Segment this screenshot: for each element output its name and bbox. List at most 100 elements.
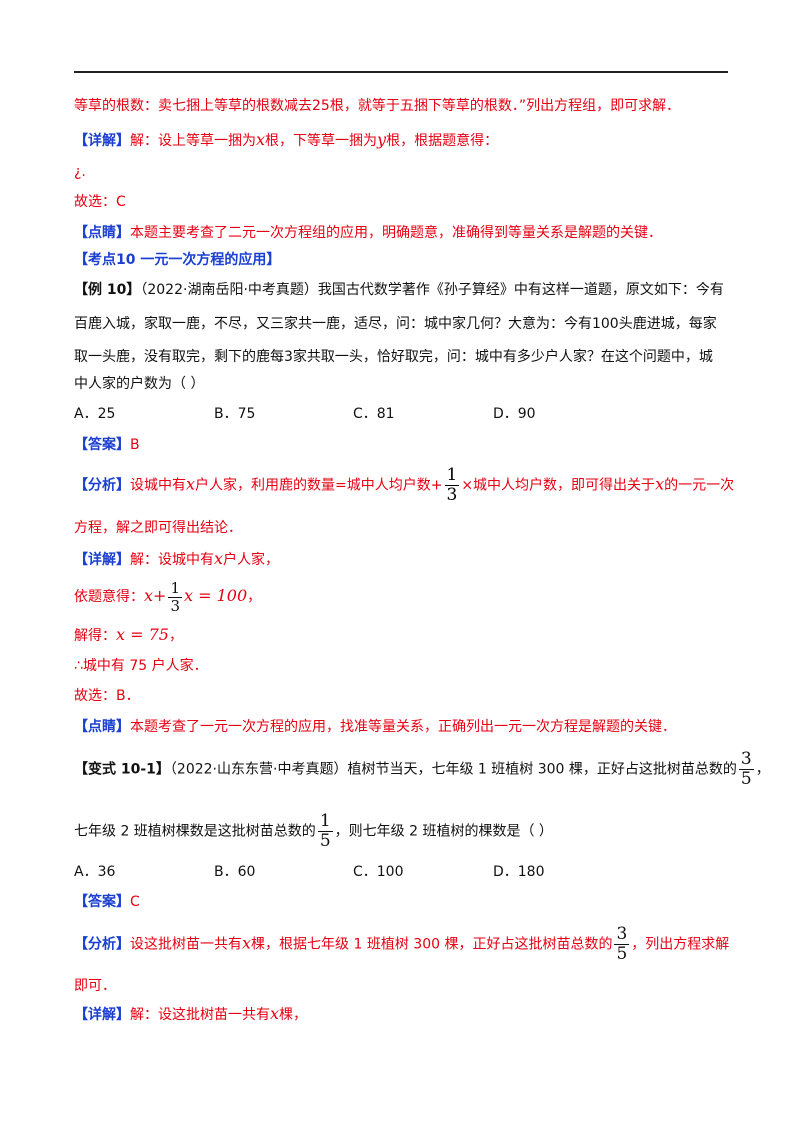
choice-line-1: 故选：C bbox=[74, 192, 126, 212]
detail-text-b: 户人家， bbox=[223, 552, 280, 568]
choice-text: 故选：B． bbox=[74, 688, 140, 704]
answer-line-v: 【答案】C bbox=[74, 892, 140, 912]
equation-suffix: ， bbox=[247, 589, 262, 605]
example-text-1: （2022·湖南岳阳·中考真题）我国古代数学著作《孙子算经》中有这样一道题，原文… bbox=[140, 282, 724, 298]
example-text-2: 百鹿入城，家取一鹿，不尽，又三家共一鹿，适尽，问：城中家几何？大意为：今有100… bbox=[74, 316, 717, 332]
analysis-tag: 【分析】 bbox=[74, 477, 130, 494]
fraction-denominator: 5 bbox=[319, 831, 331, 851]
answer-tag: 【答案】 bbox=[74, 894, 130, 910]
variant-tag: 【变式 10-1】 bbox=[74, 761, 170, 778]
header-rule bbox=[74, 71, 728, 73]
detail-tag: 【详解】 bbox=[74, 1007, 130, 1023]
option-b: B．75 bbox=[214, 406, 256, 422]
analysis-line-v: 【分析】设这批树苗一共有x棵，根据七年级 1 班植树 300 棵，正好占这批树苗… bbox=[74, 925, 729, 964]
conclusion-text: ∴城中有 75 户人家． bbox=[74, 658, 208, 674]
choice-line-10: 故选：B． bbox=[74, 686, 140, 706]
analysis-text-c: ，列出方程求解 bbox=[631, 936, 730, 953]
option-c: C．100 bbox=[353, 864, 404, 880]
comment-tag: 【点睛】 bbox=[74, 225, 130, 241]
variant-text-1: （2022·山东东营·中考真题）植树节当天，七年级 1 班植树 300 棵，正好… bbox=[169, 761, 737, 778]
solution-prefix: 解得： bbox=[74, 628, 116, 644]
var-x: x bbox=[270, 1004, 280, 1023]
garbled-equation: ¿. bbox=[74, 162, 86, 182]
variant-text-2a: 七年级 2 班植树棵数是这批树苗总数的 bbox=[74, 823, 316, 840]
var-x: x bbox=[655, 474, 665, 494]
analysis-text-c: ×城中人均户数，即可得出关于 bbox=[461, 477, 656, 494]
analysis-text-e: 方程，解之即可得出结论． bbox=[74, 520, 242, 536]
answer-value: C bbox=[130, 894, 140, 910]
comment-line-1: 【点睛】本题主要考查了二元一次方程组的应用，明确题意，准确得到等量关系是解题的关… bbox=[74, 223, 662, 243]
detail-line-v: 【详解】解：设这批树苗一共有x棵， bbox=[74, 1004, 307, 1025]
example-line-3: 取一头鹿，没有取完，剩下的鹿每3家共取一头，恰好取完，问：城中有多少户人家？在这… bbox=[74, 347, 713, 367]
equation-right: x = 100 bbox=[183, 586, 248, 605]
fraction-numerator: 1 bbox=[317, 811, 333, 832]
var-x: x bbox=[214, 549, 224, 568]
answer-line-10: 【答案】B bbox=[74, 435, 140, 455]
analysis-text-a: 设城中有 bbox=[130, 477, 186, 494]
option-c: C．81 bbox=[353, 406, 395, 422]
detail-tag: 【详解】 bbox=[74, 552, 130, 568]
variant-text-2b: ，则七年级 2 班植树的棵数是（ ） bbox=[334, 823, 553, 840]
equation-prefix: 依题意得： bbox=[74, 589, 144, 605]
analysis-tag: 【分析】 bbox=[74, 936, 130, 953]
option-d: D．180 bbox=[493, 864, 545, 880]
var-x: x bbox=[256, 130, 266, 149]
option-a: A．25 bbox=[74, 406, 116, 422]
analysis-text-a: 设这批树苗一共有 bbox=[130, 936, 242, 953]
example-text-4: 中人家的户数为（ ） bbox=[74, 376, 205, 392]
fraction-numerator: 1 bbox=[168, 578, 182, 598]
var-x: x bbox=[242, 933, 252, 953]
analysis-continuation: 等草的根数：卖七捆上等草的根数减去25根，就等于五捆下等草的根数．”列出方程组，… bbox=[74, 96, 680, 116]
option-d: D．90 bbox=[493, 406, 536, 422]
analysis-line-v2: 即可． bbox=[74, 976, 116, 996]
comment-line-10: 【点睛】本题考查了一元一次方程的应用，找准等量关系，正确列出一元一次方程是解题的… bbox=[74, 717, 676, 737]
analysis-line-10b: 方程，解之即可得出结论． bbox=[74, 518, 242, 538]
analysis-text-d: 的一元一次 bbox=[664, 477, 735, 494]
var-y: y bbox=[377, 130, 387, 149]
example-tag: 【例 10】 bbox=[74, 282, 141, 298]
detail-text-a: 解：设上等草一捆为 bbox=[130, 133, 256, 149]
conclusion-line: ∴城中有 75 户人家． bbox=[74, 656, 208, 676]
answer-value: B bbox=[130, 437, 140, 453]
detail-text-a: 解：设这批树苗一共有 bbox=[130, 1007, 270, 1023]
detail-text-c: 根，根据题意得： bbox=[386, 133, 499, 149]
detail-line-10: 【详解】解：设城中有x户人家， bbox=[74, 549, 279, 570]
fraction-denominator: 5 bbox=[616, 944, 628, 964]
example-line-4: 中人家的户数为（ ） bbox=[74, 374, 204, 394]
detail-line-1: 【详解】解：设上等草一捆为x根，下等草一捆为y根，根据题意得： bbox=[74, 130, 498, 151]
fraction-numerator: 1 bbox=[444, 465, 460, 486]
detail-tag: 【详解】 bbox=[74, 133, 130, 149]
example-text-3: 取一头鹿，没有取完，剩下的鹿每3家共取一头，恰好取完，问：城中有多少户人家？在这… bbox=[74, 349, 713, 365]
section-heading-text: 【考点10 一元一次方程的应用】 bbox=[74, 252, 281, 268]
solution-suffix: ， bbox=[168, 628, 183, 644]
comment-text: 本题主要考查了二元一次方程组的应用，明确题意，准确得到等量关系是解题的关键． bbox=[130, 225, 662, 241]
comment-tag: 【点睛】 bbox=[74, 719, 130, 735]
analysis-text-b: 棵，根据七年级 1 班植树 300 棵，正好占这批树苗总数的 bbox=[251, 936, 613, 953]
fraction-numerator: 3 bbox=[738, 749, 754, 770]
choice-text: 故选：C bbox=[74, 194, 126, 210]
continuation-text: 等草的根数：卖七捆上等草的根数减去25根，就等于五捆下等草的根数．”列出方程组，… bbox=[74, 98, 681, 114]
solution-value: x = 75 bbox=[116, 625, 169, 644]
example-line-1: 【例 10】（2022·湖南岳阳·中考真题）我国古代数学著作《孙子算经》中有这样… bbox=[74, 280, 724, 300]
var-x: x bbox=[186, 474, 196, 494]
fraction-numerator: 3 bbox=[614, 924, 630, 945]
fraction-denominator: 5 bbox=[740, 769, 752, 789]
variant-line-1: 【变式 10-1】（2022·山东东营·中考真题）植树节当天，七年级 1 班植树… bbox=[74, 750, 770, 789]
detail-text-a: 解：设城中有 bbox=[130, 552, 214, 568]
comment-text: 本题考查了一元一次方程的应用，找准等量关系，正确列出一元一次方程是解题的关键． bbox=[130, 719, 676, 735]
section-heading: 【考点10 一元一次方程的应用】 bbox=[74, 250, 280, 270]
answer-tag: 【答案】 bbox=[74, 437, 130, 453]
analysis-text-d: 即可． bbox=[74, 978, 116, 994]
fraction-denominator: 3 bbox=[446, 485, 458, 505]
option-b: B．60 bbox=[214, 864, 256, 880]
solution-line: 解得：x = 75， bbox=[74, 625, 183, 646]
detail-text-b: 根，下等草一捆为 bbox=[265, 133, 378, 149]
option-a: A．36 bbox=[74, 864, 116, 880]
fraction-denominator: 3 bbox=[170, 596, 180, 615]
detail-text-b: 棵， bbox=[279, 1007, 308, 1023]
